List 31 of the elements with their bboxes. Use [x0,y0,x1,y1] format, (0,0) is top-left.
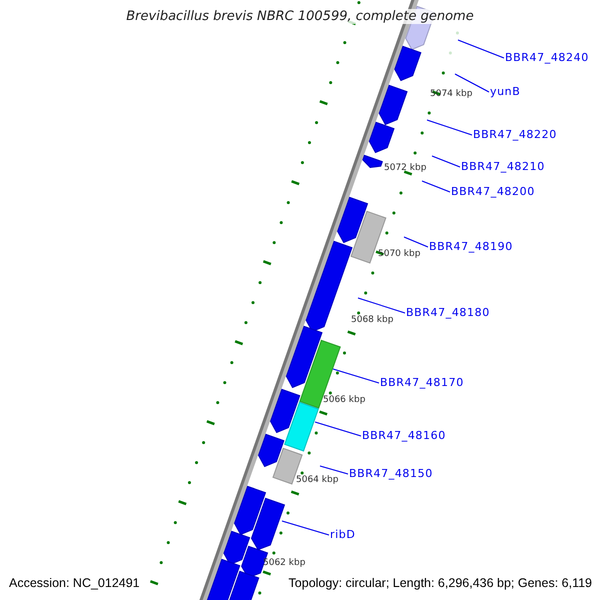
footer-text: Accession: NC_012491 [9,576,140,590]
gene-label: BBR47_48190 [429,241,513,253]
gene-label: yunB [490,86,520,98]
leader-line [422,180,450,192]
gene-label: BBR47_48200 [451,186,535,198]
position-label: 5074 kbp [430,89,472,99]
gene-label: ribD [330,529,356,541]
position-label: 5068 kbp [351,315,394,325]
position-label: 5064 kbp [296,475,338,485]
gene-label: BBR47_48240 [505,52,589,64]
leader-line [320,466,348,474]
position-label: 5072 kbp [384,163,426,173]
leader-line [358,298,406,314]
leader-line [314,422,362,436]
gene-label: BBR47_48210 [461,161,545,173]
gene-label: BBR47_48160 [362,430,446,442]
leader-line [404,236,428,248]
gene-label: BBR47_48170 [380,377,464,389]
position-label: 5070 kbp [378,249,420,259]
footer-text: Topology: circular; Length: 6,296,436 bp; Genes: 6,119 [288,576,592,590]
leader-line [432,156,460,168]
position-label: 5062 kbp [263,558,306,568]
gene-label: BBR47_48150 [349,468,433,480]
leader-line [426,120,472,136]
leader-line [282,520,330,536]
position-label: 5066 kbp [323,395,366,405]
leader-line [332,368,380,384]
gene-label: BBR47_48220 [473,129,557,141]
leader-line [458,40,504,58]
leader-line [454,74,490,92]
gene-label: BBR47_48180 [406,307,490,319]
